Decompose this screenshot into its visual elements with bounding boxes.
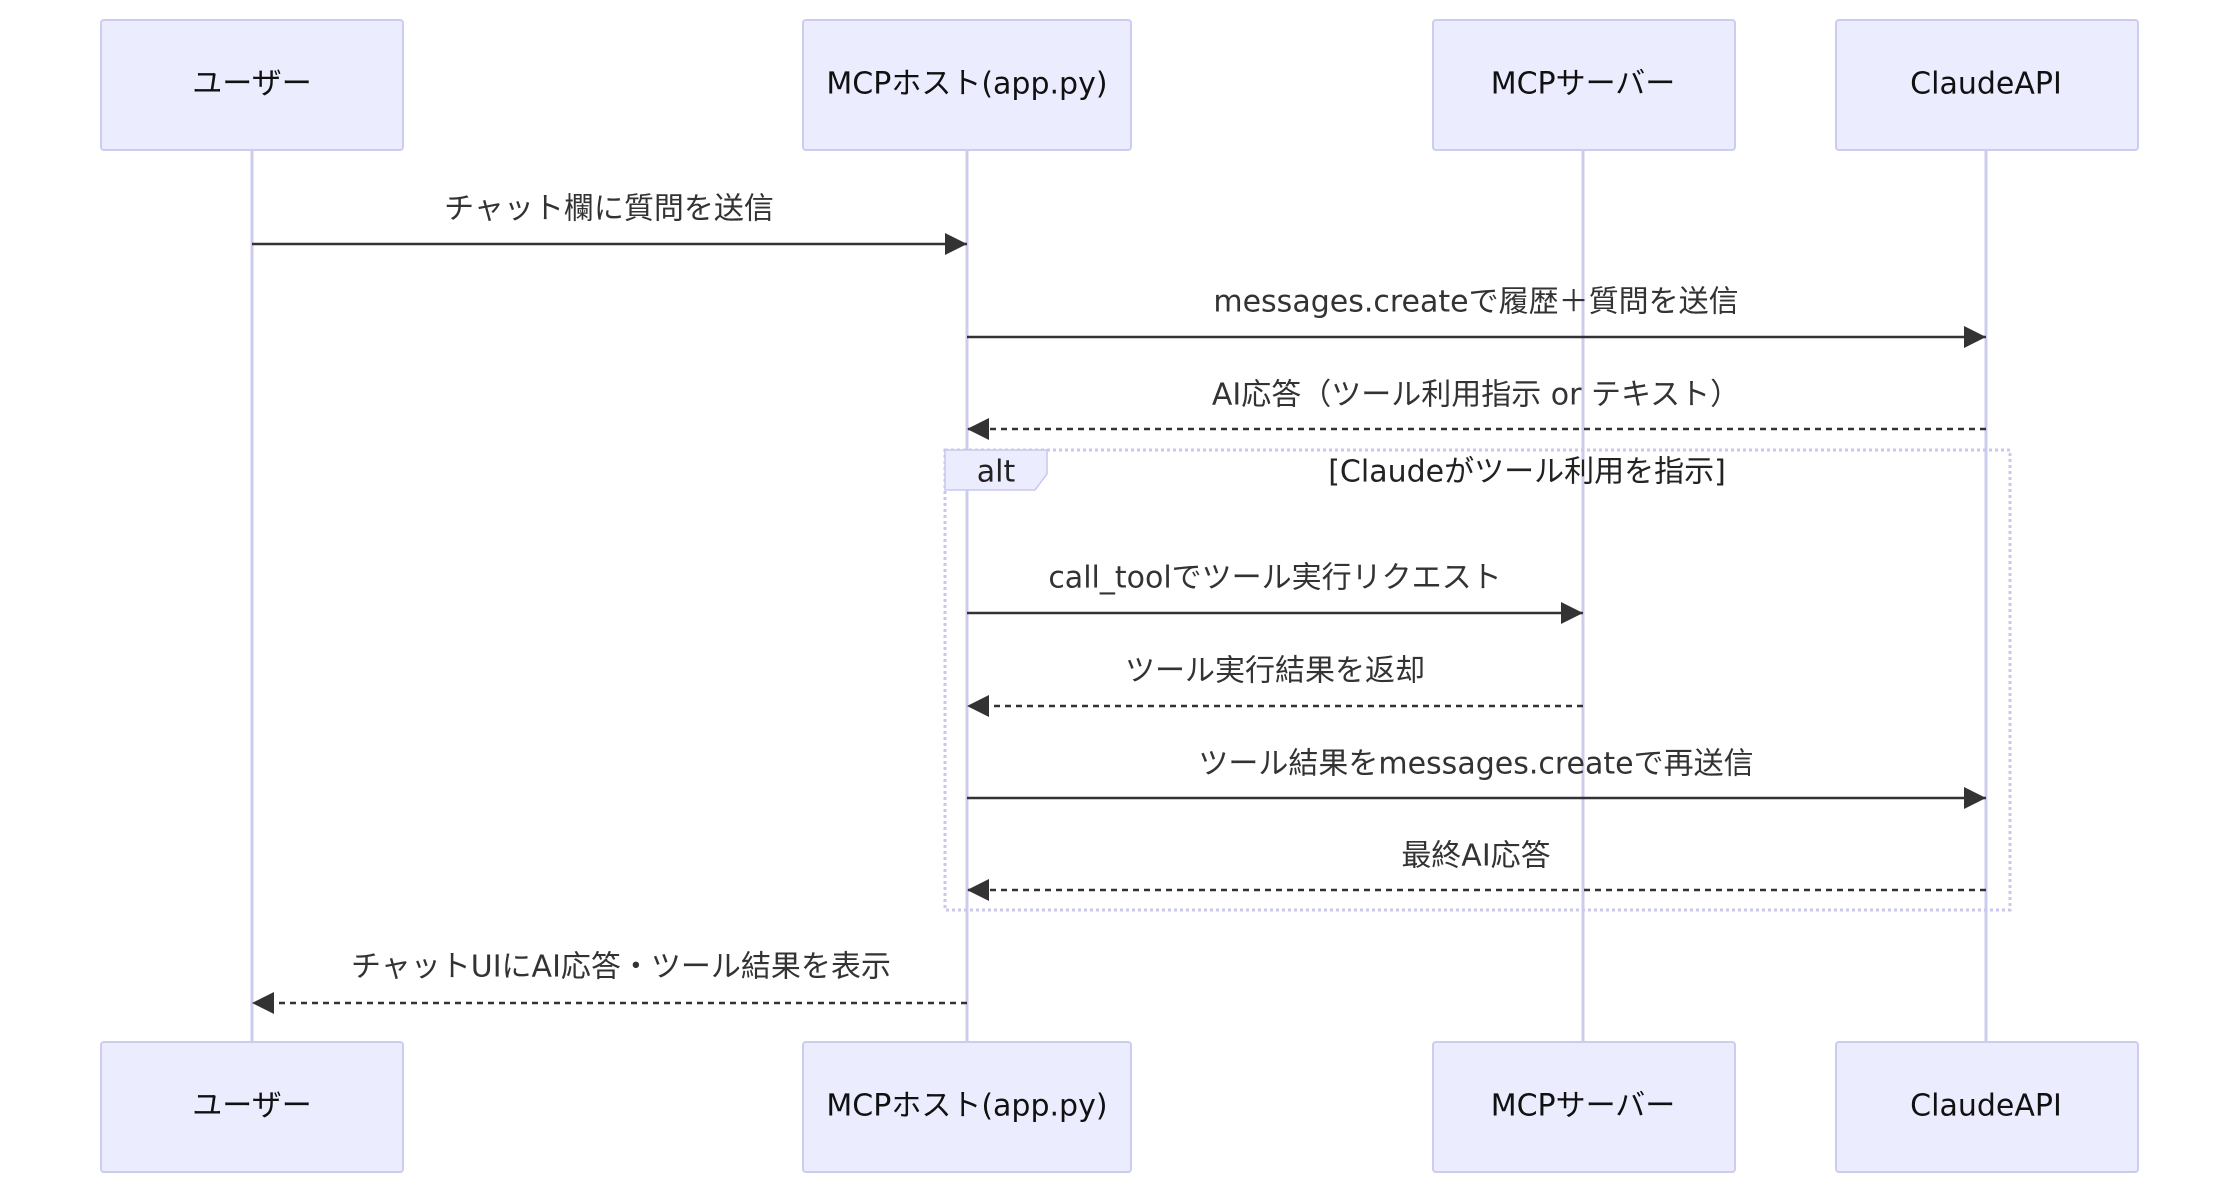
- actor-claude-top: ClaudeAPI: [1835, 19, 2139, 151]
- actor-user-top: ユーザー: [100, 19, 404, 151]
- actors-top: ユーザー MCPホスト(app.py) MCPサーバー ClaudeAPI: [100, 19, 2139, 151]
- alt-frame-tab: [944, 449, 1048, 491]
- actor-claude-bottom: ClaudeAPI: [1835, 1041, 2139, 1173]
- actor-claude-label: ClaudeAPI: [1910, 67, 2062, 102]
- message: AI応答（ツール利用指示 or テキスト）: [967, 378, 1986, 440]
- alt-frame-kind: alt: [977, 455, 1016, 490]
- message: ツール実行結果を返却: [967, 654, 1583, 717]
- messages: チャット欄に質問を送信 messages.createで履歴＋質問を送信 AI応…: [252, 192, 1986, 1014]
- message: 最終AI応答: [967, 839, 1986, 901]
- message-label: ツール結果をmessages.createで再送信: [1198, 747, 1753, 782]
- message: チャットUIにAI応答・ツール結果を表示: [252, 950, 967, 1014]
- actor-server-label: MCPサーバー: [1491, 67, 1676, 102]
- actor-server-bottom: MCPサーバー: [1432, 1041, 1736, 1173]
- actor-server-label: MCPサーバー: [1491, 1089, 1676, 1124]
- alt-frame: alt [Claudeがツール利用を指示]: [943, 448, 2012, 912]
- message: ツール結果をmessages.createで再送信: [967, 747, 1986, 809]
- message: call_toolでツール実行リクエスト: [967, 561, 1583, 624]
- alt-frame-condition: [Claudeがツール利用を指示]: [1328, 455, 1726, 490]
- message-label: ツール実行結果を返却: [1125, 654, 1425, 689]
- actor-host-bottom: MCPホスト(app.py): [802, 1041, 1132, 1173]
- actor-host-label: MCPホスト(app.py): [826, 1089, 1107, 1124]
- actor-host-label: MCPホスト(app.py): [826, 67, 1107, 102]
- actor-user-bottom: ユーザー: [100, 1041, 404, 1173]
- actor-user-label: ユーザー: [192, 67, 311, 102]
- message-label: call_toolでツール実行リクエスト: [1048, 561, 1501, 596]
- message: messages.createで履歴＋質問を送信: [967, 285, 1986, 348]
- alt-frame-border: [943, 448, 2012, 912]
- message-label: AI応答（ツール利用指示 or テキスト）: [1212, 378, 1740, 413]
- actor-claude-label: ClaudeAPI: [1910, 1089, 2062, 1124]
- actor-user-label: ユーザー: [192, 1089, 311, 1124]
- actor-server-top: MCPサーバー: [1432, 19, 1736, 151]
- message-label: messages.createで履歴＋質問を送信: [1213, 285, 1738, 320]
- message-label: チャットUIにAI応答・ツール結果を表示: [351, 950, 891, 985]
- message: チャット欄に質問を送信: [252, 192, 967, 255]
- message-label: チャット欄に質問を送信: [444, 192, 774, 227]
- actors-bottom: ユーザー MCPホスト(app.py) MCPサーバー ClaudeAPI: [100, 1041, 2139, 1173]
- actor-host-top: MCPホスト(app.py): [802, 19, 1132, 151]
- message-label: 最終AI応答: [1401, 839, 1550, 874]
